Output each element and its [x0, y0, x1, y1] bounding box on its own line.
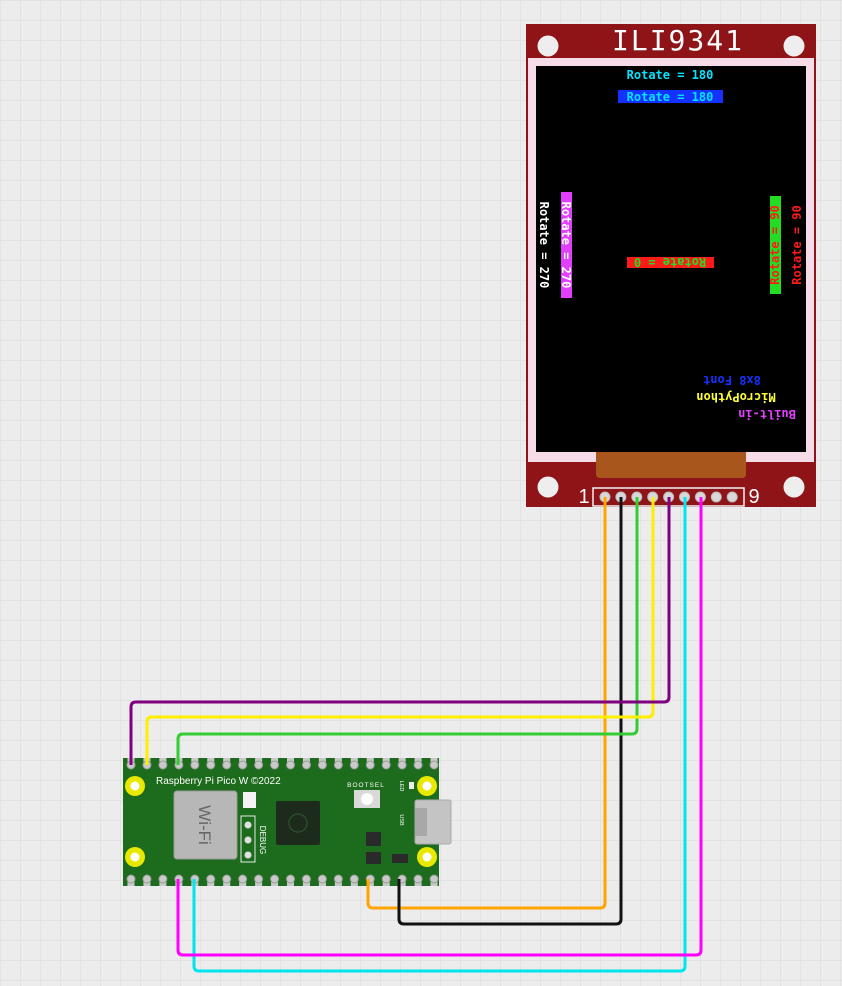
pico-pin[interactable]	[222, 874, 232, 884]
mount-hole	[783, 35, 805, 57]
wifi-label: Wi-Fi	[195, 805, 214, 845]
pico-pins	[126, 758, 439, 886]
pico-pin[interactable]	[238, 760, 248, 770]
wire-orange[interactable]	[366, 497, 607, 910]
wire-yellow[interactable]	[145, 497, 655, 765]
wire-green[interactable]	[176, 497, 639, 765]
flex-cable	[596, 452, 746, 478]
display-pin-9[interactable]	[726, 491, 738, 503]
text-rotate-0: Rotate = 0	[634, 255, 706, 269]
display-pins	[599, 491, 738, 503]
pico-pin[interactable]	[301, 760, 311, 770]
pico-pin[interactable]	[142, 874, 152, 884]
pico-pin[interactable]	[222, 760, 232, 770]
text-bg-magenta	[561, 192, 572, 298]
pico-pin[interactable]	[238, 874, 248, 884]
usb-label: USB	[398, 814, 404, 826]
wires	[129, 497, 703, 973]
pico-pin[interactable]	[286, 874, 295, 884]
pin-label-first: 1	[578, 486, 589, 508]
wire-purple[interactable]	[129, 497, 671, 765]
pico-pin[interactable]	[333, 760, 343, 770]
pico-pin[interactable]	[126, 874, 136, 884]
pico-pin[interactable]	[333, 874, 343, 884]
mount-hole	[783, 476, 805, 498]
text-rotate-180: Rotate = 180	[627, 68, 714, 82]
led-label: LED	[398, 781, 404, 792]
chip-small	[366, 832, 381, 846]
display-pin-8[interactable]	[710, 491, 722, 503]
text-rotate-270-highlight: Rotate = 270	[559, 202, 573, 289]
text-bg-blue	[618, 90, 723, 103]
pico-silkscreen: Raspberry Pi Pico W ©2022	[156, 776, 281, 787]
pico-pin[interactable]	[381, 760, 391, 770]
debug-pads	[244, 821, 252, 859]
pico-pin[interactable]	[413, 874, 423, 884]
pico-mount-holes	[130, 781, 432, 862]
pico-pin[interactable]	[349, 874, 359, 884]
pico-pin[interactable]	[286, 760, 295, 770]
text-font-size: 8x8 Font	[703, 373, 761, 387]
usb-port	[415, 808, 427, 836]
pico-pin[interactable]	[317, 760, 327, 770]
pico-pin[interactable]	[254, 874, 264, 884]
text-rotate-90-highlight: Rotate = 90	[768, 205, 782, 284]
pico-pin[interactable]	[429, 760, 439, 770]
pico-pin[interactable]	[158, 874, 168, 884]
pin-label-last: 9	[748, 486, 759, 508]
pico-pin[interactable]	[381, 874, 391, 884]
wifi-module	[173, 790, 238, 860]
text-micropython: MicroPython	[696, 390, 775, 404]
text-rotate-90: Rotate = 90	[790, 205, 804, 284]
text-rotate-270: Rotate = 270	[537, 202, 551, 289]
rp2040-logo-icon	[288, 813, 308, 833]
pico-pin[interactable]	[270, 760, 280, 770]
pico-pin[interactable]	[190, 760, 200, 770]
mount-hole	[537, 35, 559, 57]
pico-pin[interactable]	[397, 760, 407, 770]
pico-pin[interactable]	[413, 760, 423, 770]
wire-black[interactable]	[397, 497, 623, 926]
text-bg-red	[627, 257, 714, 268]
pico-pin[interactable]	[158, 760, 168, 770]
pico-pin[interactable]	[365, 760, 375, 770]
text-bg-green	[770, 196, 781, 294]
pico-pin[interactable]	[301, 874, 311, 884]
chip-small	[392, 854, 408, 863]
mount-hole	[537, 476, 559, 498]
bootsel-label: BOOTSEL	[347, 782, 385, 789]
chip-small	[366, 852, 381, 864]
led-indicator	[409, 782, 414, 789]
pico-pin[interactable]	[206, 874, 216, 884]
bootsel-cap[interactable]	[361, 793, 373, 805]
screen-content: Rotate = 180 Rotate = 180 Rotate = 270 R…	[537, 68, 804, 421]
pico-pin[interactable]	[429, 874, 439, 884]
text-builtin: Built-in	[738, 407, 796, 421]
text-rotate-180-highlight: Rotate = 180	[627, 90, 714, 104]
antenna-component	[243, 792, 256, 808]
debug-label: DEBUG	[258, 826, 267, 854]
rp2040-chip	[276, 801, 320, 845]
pico-pin[interactable]	[254, 760, 264, 770]
pico-pin[interactable]	[206, 760, 216, 770]
wire-cyan[interactable]	[192, 497, 687, 973]
wire-magenta[interactable]	[176, 497, 703, 957]
pico-pin[interactable]	[270, 874, 280, 884]
display-title: ILI9341	[612, 24, 744, 57]
pico-pin[interactable]	[317, 874, 327, 884]
raspberry-pi-pico-w[interactable]: Raspberry Pi Pico W ©2022 Wi-Fi DEBUG BO…	[123, 758, 452, 886]
ili9341-display[interactable]: ILI9341 1 9 Rotate = 180 Rotate = 180 Ro…	[526, 24, 816, 508]
pico-pin[interactable]	[349, 760, 359, 770]
